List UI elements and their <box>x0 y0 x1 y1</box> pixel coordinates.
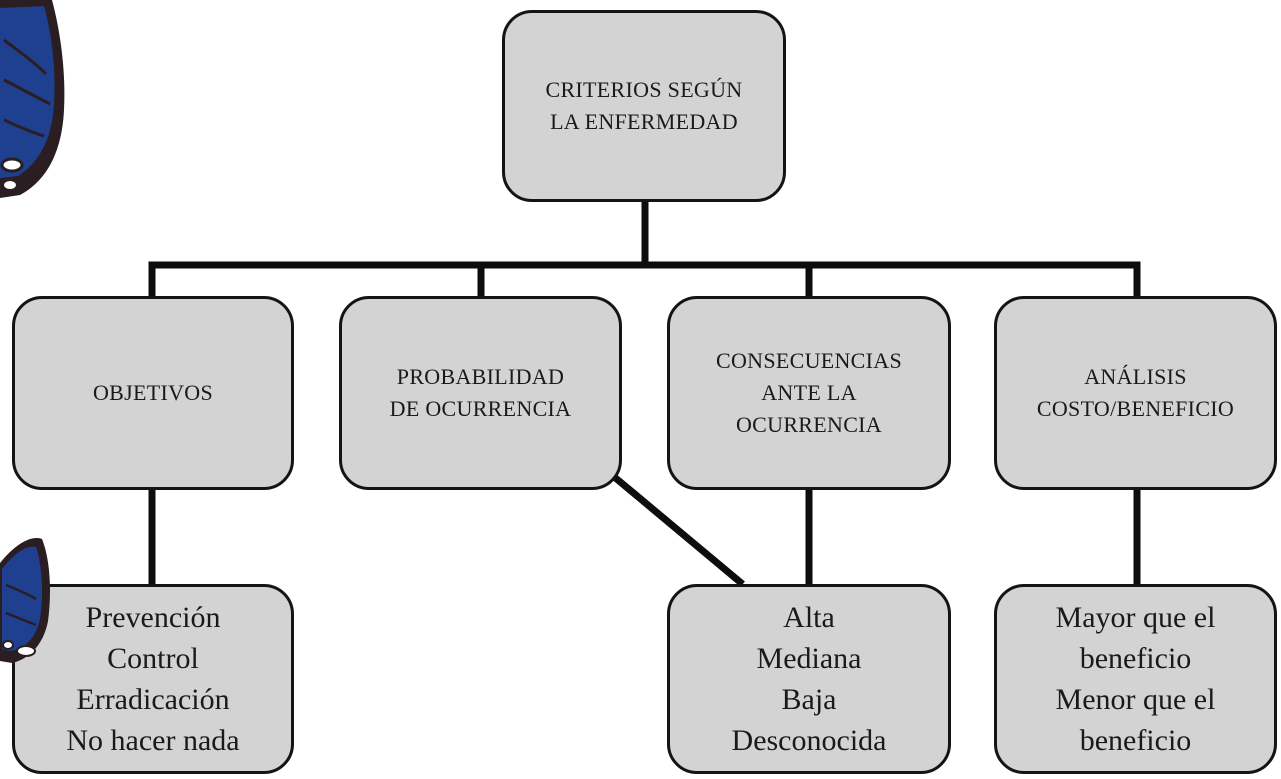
detail-box-objetivos-options: Prevención Control Erradicación No hacer… <box>12 584 294 774</box>
detail-item: Desconocida <box>731 724 887 757</box>
category-box-consecuencias: CONSECUENCIAS ANTE LA OCURRENCIA <box>667 296 951 490</box>
detail-item: Prevención <box>85 601 221 634</box>
butterfly-icon <box>0 0 65 198</box>
root-box: CRITERIOS SEGÚN LA ENFERMEDAD <box>502 10 786 202</box>
detail-item: beneficio <box>1079 724 1192 757</box>
connector-probabilidad-to-levels <box>607 470 745 587</box>
category-label: ANTE LA <box>761 380 857 405</box>
butterfly-icon <box>0 538 50 663</box>
category-label: OBJETIVOS <box>92 380 214 405</box>
detail-item: Erradicación <box>76 683 230 716</box>
category-label: CONSECUENCIAS <box>715 348 903 373</box>
detail-box-cost-benefit: Mayor que el beneficio Menor que el bene… <box>994 584 1277 774</box>
category-box-probabilidad: PROBABILIDAD DE OCURRENCIA <box>339 296 622 490</box>
category-label: PROBABILIDAD <box>396 364 565 389</box>
detail-item: Control <box>107 642 199 675</box>
detail-item: No hacer nada <box>66 724 240 757</box>
category-box-objetivos: OBJETIVOS <box>12 296 294 490</box>
category-label: OCURRENCIA <box>735 412 882 437</box>
detail-item: Menor que el <box>1055 683 1216 716</box>
detail-item: Baja <box>781 683 837 716</box>
category-box-analisis: ANÁLISIS COSTO/BENEFICIO <box>994 296 1277 490</box>
detail-item: Alta <box>783 601 835 634</box>
category-label: COSTO/BENEFICIO <box>1036 396 1235 421</box>
category-label: ANÁLISIS <box>1084 364 1187 389</box>
detail-item: Mayor que el <box>1055 601 1216 634</box>
category-label: DE OCURRENCIA <box>389 396 572 421</box>
detail-box-levels: Alta Mediana Baja Desconocida <box>667 584 951 774</box>
detail-item: beneficio <box>1079 642 1192 675</box>
root-title-line: LA ENFERMEDAD <box>550 109 738 134</box>
root-title-line: CRITERIOS SEGÚN <box>545 77 743 102</box>
detail-item: Mediana <box>756 642 862 675</box>
